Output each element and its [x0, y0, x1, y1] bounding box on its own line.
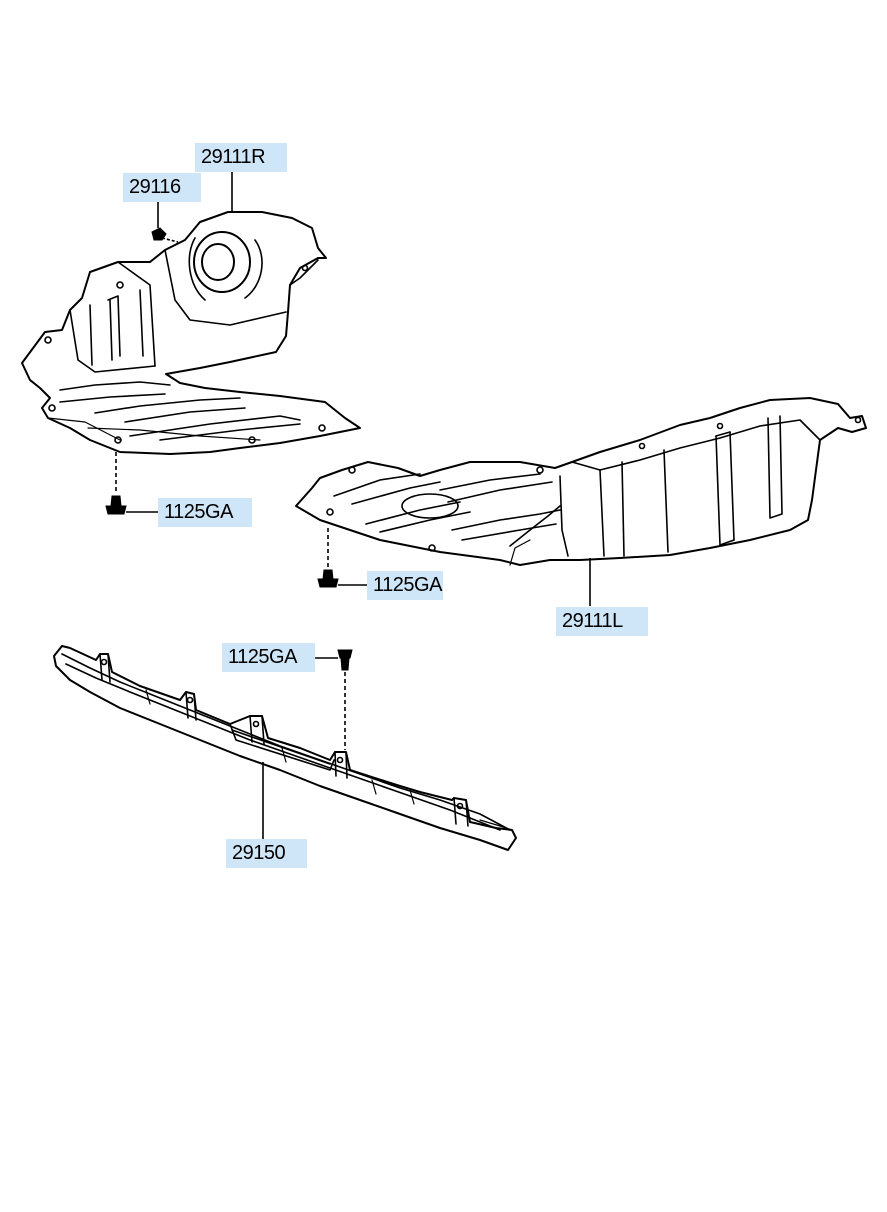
bolt-right-cover	[105, 452, 158, 515]
label-1125GA-bar[interactable]: 1125GA	[222, 643, 315, 672]
label-29111R[interactable]: 29111R	[195, 143, 287, 172]
label-29116[interactable]: 29116	[123, 173, 201, 202]
bolt-left-cover	[317, 528, 368, 588]
clip-29116	[151, 200, 179, 243]
label-1125GA-right-cover[interactable]: 1125GA	[158, 498, 252, 527]
bolt-bar	[306, 649, 353, 750]
under-cover-right	[21, 211, 361, 455]
front-skid-bar	[53, 645, 517, 851]
label-1125GA-left-cover[interactable]: 1125GA	[367, 571, 443, 600]
label-29111L[interactable]: 29111L	[556, 607, 648, 636]
label-29150[interactable]: 29150	[226, 839, 307, 868]
under-cover-left	[295, 397, 867, 566]
